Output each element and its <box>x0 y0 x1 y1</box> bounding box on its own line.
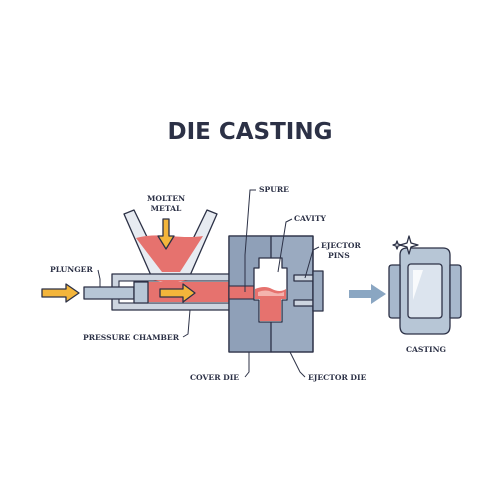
plunger-leader <box>97 269 101 287</box>
finished-casting <box>388 247 462 335</box>
label-ejector-die: EJECTOR DIE <box>308 373 367 382</box>
diagram-title: DIE CASTING <box>168 119 333 145</box>
ejector-pin-top <box>293 274 314 282</box>
label-spure: SPURE <box>259 185 289 194</box>
ejector-pins-leader <box>304 246 320 279</box>
hopper <box>123 209 218 281</box>
plunger <box>83 281 149 304</box>
output-arrow <box>349 284 386 304</box>
ejector-die-leader <box>289 351 306 378</box>
cover-die-leader <box>244 352 250 378</box>
label-cover-die: COVER DIE <box>190 373 239 382</box>
pressure-chamber-leader <box>182 309 191 338</box>
label-plunger: PLUNGER <box>50 265 93 274</box>
die-block <box>228 235 324 353</box>
molten-metal-arrow <box>157 218 175 250</box>
label-ejector-pins-1: EJECTOR <box>321 241 361 250</box>
label-pressure-chamber: PRESSURE CHAMBER <box>83 333 180 342</box>
label-casting: CASTING <box>406 345 446 354</box>
spure-leader <box>244 189 256 292</box>
plunger-push-arrow <box>41 283 80 303</box>
label-molten-metal-2: METAL <box>151 204 182 213</box>
label-ejector-pins-2: PINS <box>328 251 350 260</box>
metal-flow-arrow <box>159 283 196 303</box>
ejector-pin-bottom <box>293 299 314 307</box>
cavity-leader <box>277 218 293 273</box>
sparkle-icon <box>392 235 419 255</box>
label-molten-metal-1: MOLTEN <box>147 194 185 203</box>
molten-metal-pool <box>136 235 203 272</box>
label-cavity: CAVITY <box>294 214 326 223</box>
